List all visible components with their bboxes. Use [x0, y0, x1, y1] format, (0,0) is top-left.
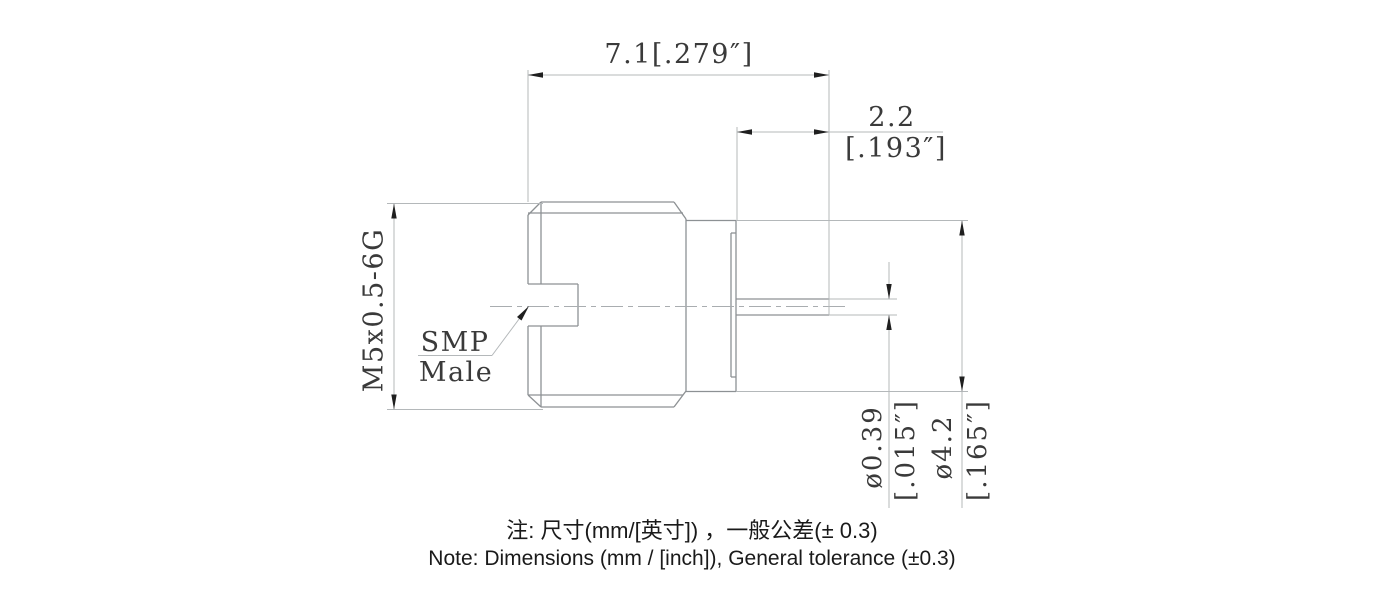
center-pin [736, 298, 829, 316]
dimension-body-diameter: ø4.2 [.165″] [736, 220, 993, 508]
dimension-pin-length-mm-label: 2.2 [868, 102, 915, 133]
screwdriver-slot [528, 283, 579, 327]
dimension-pin-diameter-lines [829, 262, 897, 508]
arrowhead-up-icon [391, 203, 397, 219]
general-notes: 注: 尺寸(mm/[英寸]) ，一般公差(± 0.3) Note: Dimens… [0, 517, 1384, 572]
arrowhead-up-icon [886, 315, 892, 330]
dimension-thread-lines [387, 203, 543, 410]
note-chinese: 注: 尺寸(mm/[英寸]) ，一般公差(± 0.3) [506, 518, 878, 543]
rear-cylinder [686, 219, 737, 393]
arrowhead-right-icon [814, 72, 829, 78]
body-chamfer-bottom-right [673, 390, 687, 408]
pin-diameter-inch-label: [.015″] [891, 399, 921, 501]
dimension-total-length: 7.1[.279″] [527, 39, 830, 315]
arrowhead-down-icon [391, 394, 397, 410]
arrowhead-down-icon [959, 376, 965, 392]
interface-label-line1: SMP [421, 327, 490, 358]
smp-male-leader: SMP Male [418, 306, 529, 388]
body-chamfer-top-right [673, 201, 687, 220]
dimension-pin-length: 2.2 [.193″] [736, 102, 947, 221]
dimension-body-diameter-lines [736, 220, 968, 508]
arrowhead-left-icon [737, 129, 752, 135]
dimension-pin-length-inch-label: [.193″] [845, 133, 947, 164]
arrowhead-right-icon [814, 129, 829, 135]
pin-diameter-mm-label: ø0.39 [858, 405, 888, 489]
interface-label-line2: Male [419, 357, 493, 388]
dimension-total-length-lines [527, 70, 830, 315]
part-outline [527, 201, 829, 408]
dimension-pin-diameter: ø0.39 [.015″] [829, 262, 921, 508]
hex-body-outline [527, 201, 687, 408]
arrowhead-up-icon [959, 220, 965, 236]
dimension-pin-length-lines [736, 127, 943, 221]
body-diameter-inch-label: [.165″] [963, 399, 993, 501]
arrowhead-down-icon [886, 284, 892, 299]
dimension-thread: M5x0.5-6G [359, 203, 543, 410]
dimension-total-length-label: 7.1[.279″] [604, 39, 753, 70]
arrowhead-left-icon [528, 72, 543, 78]
body-diameter-mm-label: ø4.2 [928, 414, 958, 479]
leader-arrowhead-icon [517, 306, 529, 321]
thread-spec-label: M5x0.5-6G [359, 228, 390, 392]
note-english: Note: Dimensions (mm / [inch]), General … [428, 547, 956, 570]
body-chamfer-bottom-left [527, 394, 542, 408]
